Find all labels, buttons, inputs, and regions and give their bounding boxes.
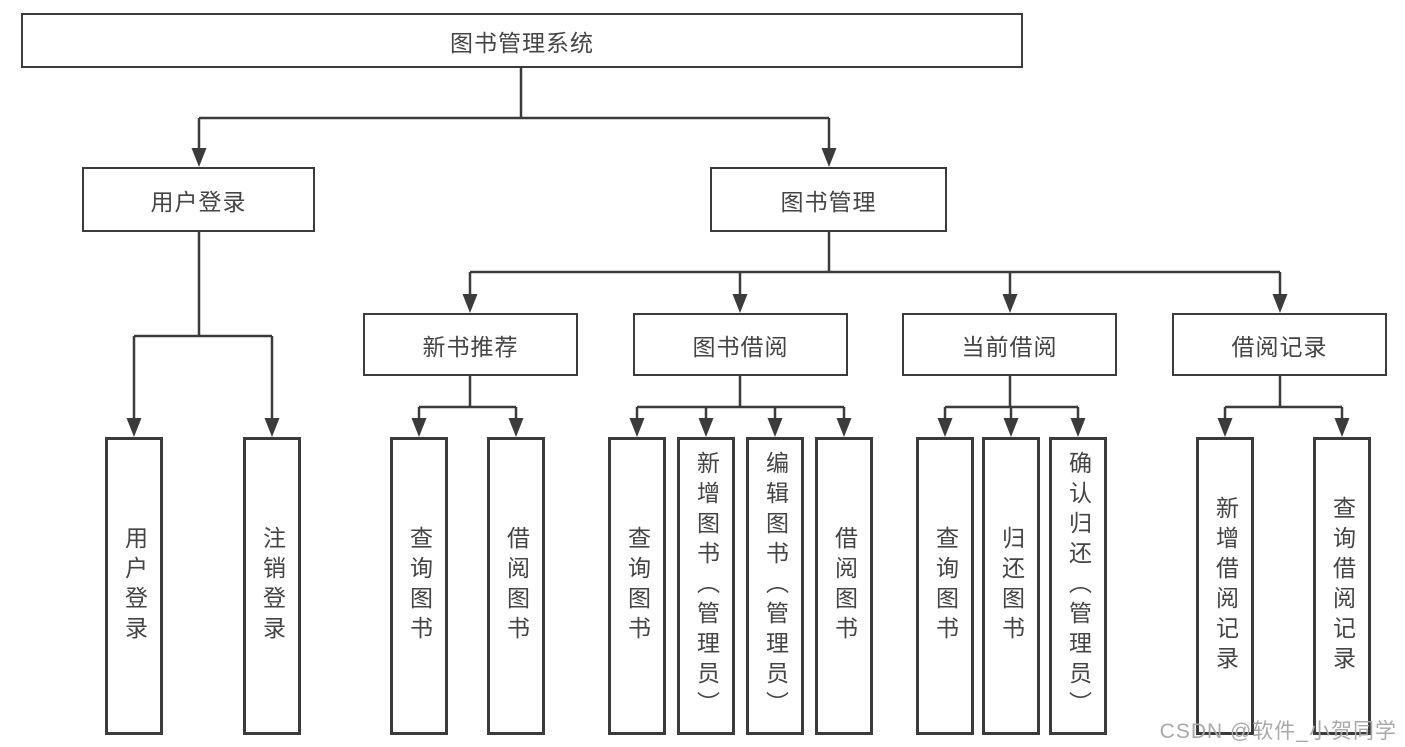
arrow-down-icon bbox=[836, 418, 852, 437]
node-label: 图书管理 bbox=[780, 188, 877, 215]
node-book-management: 图书管理 bbox=[710, 167, 947, 232]
leaf-label: 新增借阅记录 bbox=[1212, 496, 1239, 676]
leaf-label: 查询借阅记录 bbox=[1329, 496, 1356, 676]
node-label: 图书管理系统 bbox=[450, 29, 594, 56]
leaf-label: 确认归还（管理员） bbox=[1065, 451, 1092, 721]
watermark: CSDN @软件_小贺同学 bbox=[1159, 720, 1397, 743]
arrow-down-icon bbox=[126, 418, 142, 437]
arrow-down-icon bbox=[1334, 418, 1350, 437]
node-new-book-recommend: 新书推荐 bbox=[363, 313, 578, 376]
node-book-borrowing: 图书借阅 bbox=[633, 313, 848, 376]
leaf-label: 查询图书 bbox=[406, 526, 433, 646]
arrow-down-icon bbox=[1003, 418, 1019, 437]
connector-userlogin-to-leaves bbox=[132, 232, 274, 430]
node-borrowing-records: 借阅记录 bbox=[1172, 313, 1387, 376]
connector-newbookrec-to-leaves bbox=[417, 376, 518, 430]
leaf-label: 查询图书 bbox=[932, 526, 959, 646]
arrow-down-icon bbox=[1070, 418, 1086, 437]
leaf-return-books: 归还图书 bbox=[982, 437, 1040, 735]
leaf-label: 编辑图书（管理员） bbox=[762, 451, 789, 721]
leaf-edit-books-admin: 编辑图书（管理员） bbox=[746, 437, 804, 735]
leaf-user-login: 用户登录 bbox=[105, 437, 163, 735]
node-user-login: 用户登录 bbox=[82, 167, 315, 232]
arrow-down-icon bbox=[767, 418, 783, 437]
arrow-down-icon bbox=[1217, 418, 1233, 437]
arrow-down-icon bbox=[191, 148, 207, 167]
arrow-down-icon bbox=[264, 418, 280, 437]
arrow-down-icon bbox=[937, 418, 953, 437]
leaf-label: 新增图书（管理员） bbox=[693, 451, 720, 721]
arrow-down-icon bbox=[1272, 294, 1288, 313]
leaf-add-borrow-record: 新增借阅记录 bbox=[1196, 437, 1254, 735]
node-label: 当前借阅 bbox=[961, 333, 1058, 360]
leaf-confirm-return-admin: 确认归还（管理员） bbox=[1049, 437, 1107, 735]
arrow-down-icon bbox=[462, 294, 478, 313]
arrowheads bbox=[126, 148, 1350, 437]
arrow-down-icon bbox=[508, 418, 524, 437]
arrow-down-icon bbox=[629, 418, 645, 437]
leaf-query-books-borrow: 查询图书 bbox=[608, 437, 666, 735]
node-label: 用户登录 bbox=[150, 188, 247, 215]
leaf-borrow-books: 借阅图书 bbox=[815, 437, 873, 735]
node-current-borrowing: 当前借阅 bbox=[902, 313, 1117, 376]
connector-bookborrow-to-leaves bbox=[635, 376, 846, 430]
connector-root-to-level2 bbox=[197, 68, 831, 160]
leaf-label: 查询图书 bbox=[624, 526, 651, 646]
leaf-add-books-admin: 新增图书（管理员） bbox=[677, 437, 735, 735]
leaf-label: 借阅图书 bbox=[503, 526, 530, 646]
node-label: 新书推荐 bbox=[422, 333, 519, 360]
arrow-down-icon bbox=[698, 418, 714, 437]
leaf-label: 用户登录 bbox=[121, 526, 148, 646]
node-label: 借阅记录 bbox=[1231, 333, 1328, 360]
arrow-down-icon bbox=[1002, 294, 1018, 313]
leaf-logout: 注销登录 bbox=[243, 437, 301, 735]
leaf-label: 归还图书 bbox=[998, 526, 1025, 646]
node-label: 图书借阅 bbox=[692, 333, 789, 360]
leaf-label: 借阅图书 bbox=[831, 526, 858, 646]
node-root-library-system: 图书管理系统 bbox=[21, 13, 1023, 68]
connector-borrowrecords-to-leaves bbox=[1223, 376, 1344, 430]
leaf-query-books-current: 查询图书 bbox=[916, 437, 974, 735]
leaf-query-borrow-record: 查询借阅记录 bbox=[1313, 437, 1371, 735]
connector-bookmgmt-to-level3 bbox=[468, 232, 1282, 306]
leaf-borrow-books-recommend: 借阅图书 bbox=[487, 437, 545, 735]
arrow-down-icon bbox=[411, 418, 427, 437]
arrow-down-icon bbox=[821, 148, 837, 167]
leaf-query-books-recommend: 查询图书 bbox=[390, 437, 448, 735]
leaf-label: 注销登录 bbox=[259, 526, 286, 646]
arrow-down-icon bbox=[732, 294, 748, 313]
